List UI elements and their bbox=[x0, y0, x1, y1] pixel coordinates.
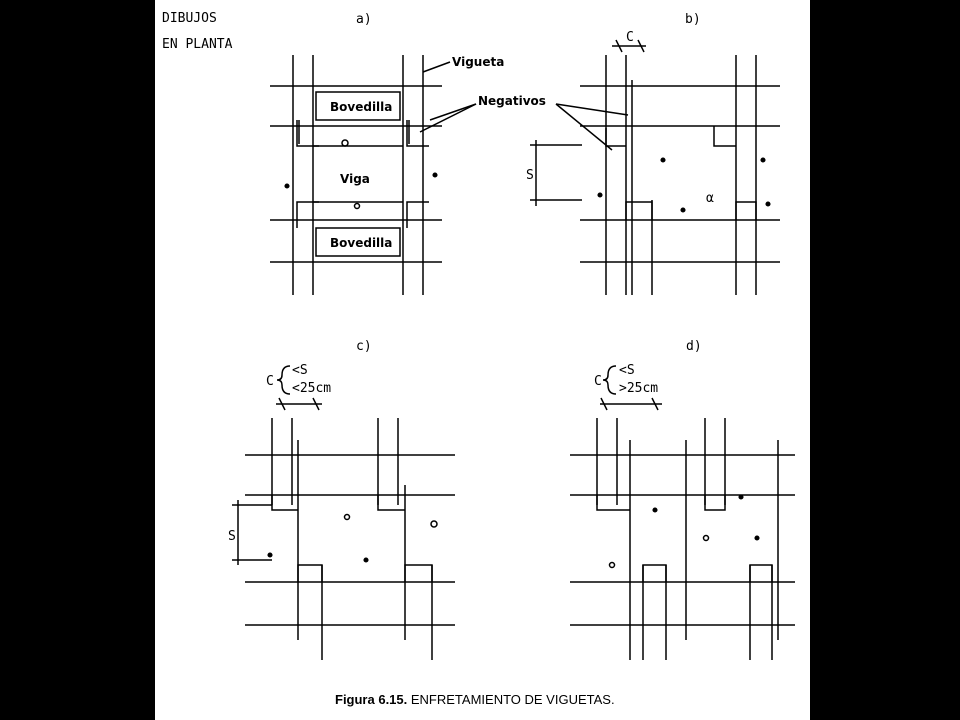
panel-c-s-label: S bbox=[228, 529, 236, 544]
panel-d-c-label: C bbox=[594, 374, 602, 389]
heading-line1: DIBUJOS bbox=[162, 11, 217, 26]
panel-b-tag: b) bbox=[685, 12, 701, 27]
panel-a bbox=[270, 55, 477, 295]
heading-line2: EN PLANTA bbox=[162, 37, 233, 52]
bovedilla-bottom-label: Bovedilla bbox=[330, 236, 392, 250]
panel-b-c-label: C bbox=[626, 30, 634, 45]
vigueta-label: Vigueta bbox=[452, 55, 504, 69]
panel-d-cond1: <S bbox=[619, 363, 635, 378]
panel-b-s-label: S bbox=[526, 168, 534, 183]
panel-c-tag: c) bbox=[356, 339, 372, 354]
panel-b-alpha-label: α bbox=[706, 191, 714, 206]
panel-d-cond2: >25cm bbox=[619, 381, 658, 396]
figure-number: Figura 6.15. bbox=[335, 692, 408, 707]
panel-c-cond1: <S bbox=[292, 363, 308, 378]
panel-c-c-label: C bbox=[266, 374, 274, 389]
panel-d-tag: d) bbox=[686, 339, 702, 354]
panel-a-tag: a) bbox=[356, 12, 372, 27]
figure-caption: Figura 6.15. ENFRETAMIENTO DE VIGUETAS. bbox=[335, 692, 615, 707]
panel-d bbox=[570, 365, 795, 660]
figure-title: ENFRETAMIENTO DE VIGUETAS. bbox=[410, 692, 615, 707]
panel-b bbox=[530, 39, 780, 295]
viga-label: Viga bbox=[340, 172, 370, 186]
drawing-sheet bbox=[155, 0, 810, 720]
negativos-label: Negativos bbox=[478, 94, 546, 108]
bovedilla-top-label: Bovedilla bbox=[330, 100, 392, 114]
panel-c-cond2: <25cm bbox=[292, 381, 331, 396]
panel-c bbox=[232, 365, 455, 660]
